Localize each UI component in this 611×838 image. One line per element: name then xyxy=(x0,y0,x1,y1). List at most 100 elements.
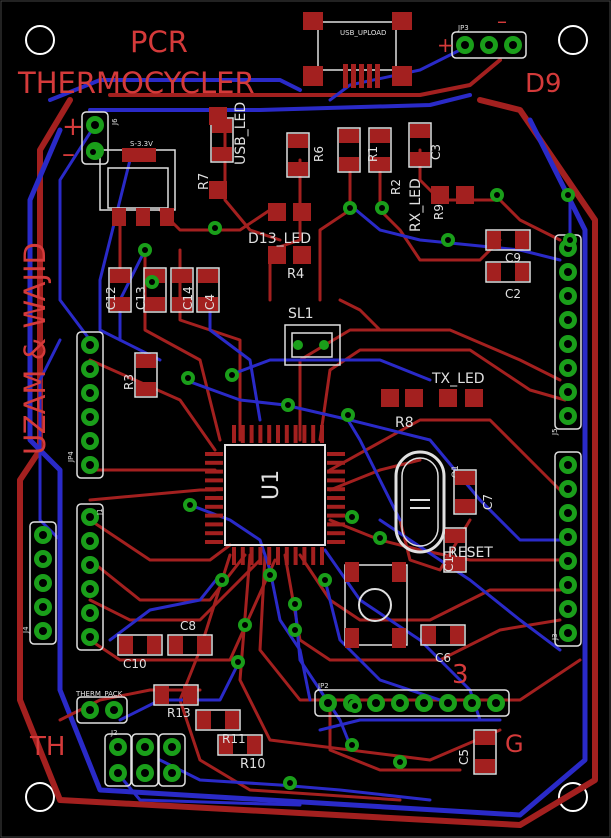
header-jp4-drill xyxy=(86,461,94,469)
u1-pin-left xyxy=(205,531,223,536)
led-pad xyxy=(209,181,227,199)
c11-label: C11 xyxy=(442,548,456,572)
via-drill xyxy=(349,742,355,748)
c8-part-body xyxy=(167,634,213,656)
c3-part-body xyxy=(408,122,432,168)
r7-part-pad-b xyxy=(212,147,232,161)
u1-pin-right xyxy=(327,522,345,527)
header-j1-drill xyxy=(86,609,94,617)
u1-pin-left xyxy=(205,522,223,527)
r10-part-body xyxy=(217,734,263,756)
authors-label: UZAM & WAJID xyxy=(18,242,52,455)
c10-part xyxy=(117,634,163,656)
via-drill xyxy=(349,514,355,520)
c10-part-pad-b xyxy=(147,636,161,654)
u1-pin-top xyxy=(284,425,289,443)
u1-pin-bottom xyxy=(293,547,298,565)
r3-part xyxy=(134,352,158,398)
u1-pin-top xyxy=(276,425,280,443)
c3-part xyxy=(408,122,432,168)
u1-pin-bottom xyxy=(249,547,254,565)
c7-part xyxy=(453,469,477,515)
header-j3-top-drill xyxy=(564,340,572,348)
header-j2-left-drill xyxy=(114,769,122,777)
tx-led-label: TX_LED xyxy=(431,371,485,387)
via-drill xyxy=(267,572,273,578)
header-j2-mid-drill xyxy=(141,743,149,751)
therm-pack-label: THERM_PACK xyxy=(75,690,123,698)
header-j3-top-drill xyxy=(564,316,572,324)
header-jp2-drill xyxy=(372,699,380,707)
header-j3-drill xyxy=(564,605,572,613)
c14-part-pad-a xyxy=(172,269,192,283)
r7-label: R7 xyxy=(197,173,212,190)
u1-pin-top xyxy=(267,425,272,443)
led-pad xyxy=(293,203,311,221)
header-jp4-drill xyxy=(86,341,94,349)
header-jp3-drill xyxy=(461,41,469,49)
c11-part xyxy=(443,527,467,573)
u1-pin-left xyxy=(205,469,223,474)
c11-part-pad-a xyxy=(445,529,465,543)
c9-label: C9 xyxy=(505,251,521,265)
u1-pin-bottom xyxy=(267,547,272,565)
r1-label: R1 xyxy=(366,146,380,162)
header-j3-drill xyxy=(564,485,572,493)
u1-pin-left xyxy=(205,496,223,500)
c2-part xyxy=(485,261,531,283)
via-drill xyxy=(445,237,451,243)
c4-part-pad-b xyxy=(198,297,218,311)
ic-u1: U1 xyxy=(205,425,345,565)
c12-part-pad-a xyxy=(110,269,130,283)
via-drill xyxy=(187,502,193,508)
r6-part xyxy=(286,132,310,178)
header-j2-right-drill xyxy=(168,743,176,751)
u1-pin-right xyxy=(327,504,345,509)
header-jp4-outline xyxy=(76,331,104,479)
u1-outline xyxy=(224,444,326,546)
led-pad xyxy=(293,246,311,264)
reset-switch: RESET xyxy=(344,545,493,648)
c2-label: C2 xyxy=(505,287,521,301)
c8-part xyxy=(167,634,213,656)
header-therm-pack-outline xyxy=(76,696,128,724)
c2-part-pad-b xyxy=(515,263,529,281)
s3v-label: S-3.3V xyxy=(130,140,153,148)
u1-pin-top xyxy=(311,425,316,443)
r10-part-pad-b xyxy=(247,736,261,754)
u1-pin-right xyxy=(327,452,345,456)
header-j2-mid-outline xyxy=(131,733,159,787)
r4-label: R4 xyxy=(287,267,304,282)
via-drill xyxy=(142,247,148,253)
via-drill xyxy=(377,535,383,541)
header-j4-drill xyxy=(39,603,47,611)
mounting-hole-bottom-left xyxy=(25,782,55,812)
r13-part-pad-b xyxy=(183,686,197,704)
via-drill xyxy=(185,375,191,381)
th-label: TH xyxy=(29,732,65,762)
mounting-hole-top-left xyxy=(25,25,55,55)
r11-part xyxy=(195,709,241,731)
r9-label: R9 xyxy=(432,204,446,220)
led-pad xyxy=(268,246,286,264)
u1-pin-right xyxy=(327,478,345,483)
u1-pin-top xyxy=(249,425,254,443)
u1-pin-left xyxy=(205,513,223,518)
header-jp2-outline xyxy=(314,689,510,717)
header-jp2-drill xyxy=(396,699,404,707)
r8-label: R8 xyxy=(395,415,414,431)
jp3-label: JP3 xyxy=(457,24,469,32)
led-pad xyxy=(439,389,457,407)
u1-pin-right xyxy=(327,460,345,465)
u1-pin-bottom xyxy=(302,547,307,565)
header-j3-drill xyxy=(564,629,572,637)
via-drill xyxy=(90,149,96,155)
three-label: 3 xyxy=(452,660,469,690)
regulator-s3v: S-3.3V xyxy=(99,140,176,226)
c12-part-body xyxy=(108,267,132,313)
jp2-label: JP2 xyxy=(317,682,329,690)
c3-part-pad-a xyxy=(410,124,430,138)
header-j4-outline xyxy=(29,521,57,645)
